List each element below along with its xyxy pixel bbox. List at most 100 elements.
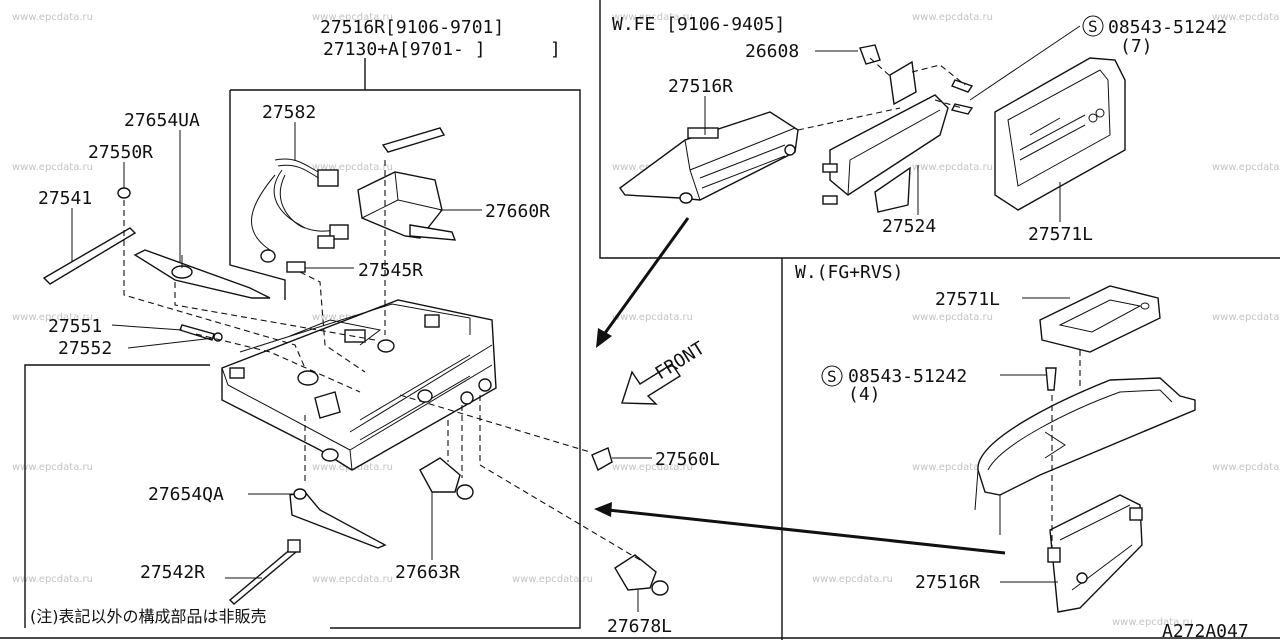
front-indicator: FRONT [621,338,709,405]
wfg-header: W.(FG+RVS) [795,262,903,283]
arrow-head [594,502,612,517]
lever-27654ua [133,249,271,299]
leader-27552 [127,337,215,349]
label-27130a-9701: 27130+A[9701- ] [323,39,486,60]
housing-foot [321,448,339,462]
panel-clip [822,195,838,205]
footnote: (注)表記以外の構成部品は非販売 [30,607,267,626]
harness-connector [317,235,335,249]
housing-edge [349,364,493,451]
panel-clip [822,163,838,173]
watermark: www.epcdata.ru [1212,12,1280,23]
label-27551: 27551 [48,316,102,337]
watermark: www.epcdata.ru [12,12,93,23]
finisher-27571l-br [1039,285,1161,353]
panel-tab [874,166,911,213]
housing-grommet [297,370,319,386]
arrow-head [596,328,612,348]
clip-27545r [286,261,306,273]
bracket-tab [687,127,719,139]
clip-27560l [591,447,613,472]
label-26608: 26608 [745,41,799,62]
label-27663r: 27663R [395,562,460,583]
watermark: www.epcdata.ru [312,574,393,585]
wfe-header: W.FE [9106-9405] [612,14,785,35]
watermark: www.epcdata.ru [612,12,693,23]
label-screw-br: 08543-51242 [848,366,967,387]
rod-27541 [42,227,137,285]
watermark: www.epcdata.ru [1212,312,1280,323]
callout-arrows [594,217,1006,555]
label-bracket-close: ] [550,39,561,60]
finisher-27571l [994,57,1126,211]
housing-tab [314,391,341,419]
bracket-27516r-br [1049,494,1143,613]
lever-pivot [293,488,307,500]
main-console-assembly [42,127,669,605]
screw [951,79,974,93]
label-27571l-top: 27571L [1028,224,1093,245]
bracket-foot [679,192,693,204]
bracket-clip [1129,507,1143,521]
arrow-wfe-to-main [598,217,690,341]
label-front: FRONT [652,338,709,385]
clip-26608 [859,44,881,65]
front-arrow [621,363,681,405]
lamp-socket-cover [357,127,457,241]
lamp-socket-27663r [419,457,474,500]
label-27571l-br: 27571L [935,289,1000,310]
label-27550r: 27550R [88,142,153,163]
label-27654ua: 27654UA [124,110,200,131]
watermark: www.epcdata.ru [12,462,93,473]
label-27545r: 27545R [358,260,423,281]
spring-27551 [179,324,215,341]
assembly-guides [123,160,641,561]
housing-slot [359,354,471,441]
lower-left-frame [24,364,210,628]
housing-edge [349,344,493,433]
leader-screw-top [969,25,1081,101]
cover-bracket [381,127,446,153]
housing-clip [229,367,245,379]
label-27541: 27541 [38,188,92,209]
console-finisher [977,377,1196,496]
leader-27551 [111,324,183,331]
wfg-inset: W.(FG+RVS) 27571L S 08543-51242 (4) 2751… [795,262,1249,640]
screw-symbol-icon [1082,15,1104,37]
bracket-foot [784,144,796,156]
watermark: www.epcdata.ru [612,312,693,323]
bracket-clip [1047,547,1061,563]
label-27516r-top: 27516R [668,76,733,97]
label-27582: 27582 [262,102,316,123]
screw-symbol-letter: S [827,367,837,386]
left-labels: 27516R[9106-9701] 27130+A[9701- ] ] 2758… [30,17,720,637]
watermark: www.epcdata.ru [12,162,93,173]
lamp-socket-27678l [614,554,669,596]
label-27516r-br: 27516R [915,572,980,593]
watermark: www.epcdata.ru [812,574,893,585]
harness-grommet [260,249,276,263]
wfe-inset: W.FE [9106-9405] 26608 2 [612,14,1227,245]
housing-rim [289,319,382,346]
label-27516r-9106: 27516R[9106-9701] [320,17,504,38]
watermark: www.epcdata.ru [1212,462,1280,473]
wire-harness [251,158,349,263]
screw-br [1045,367,1057,391]
label-27654qa: 27654QA [148,484,224,505]
watermark: www.epcdata.ru [312,12,393,23]
watermark: www.epcdata.ru [12,574,93,585]
washer-27550r [117,187,131,199]
watermark: www.epcdata.ru [912,12,993,23]
label-27660r: 27660R [485,201,550,222]
rod-27542r [228,547,298,605]
main-assembly-box-left [229,90,286,300]
watermark: www.epcdata.ru [912,462,993,473]
screw-symbol-icon [821,365,843,387]
watermark: www.epcdata.ru [912,312,993,323]
control-link-lower [228,488,387,605]
panel-27524 [829,94,949,196]
housing-foot [478,378,492,392]
label-screw-br-qty: (4) [848,384,881,405]
